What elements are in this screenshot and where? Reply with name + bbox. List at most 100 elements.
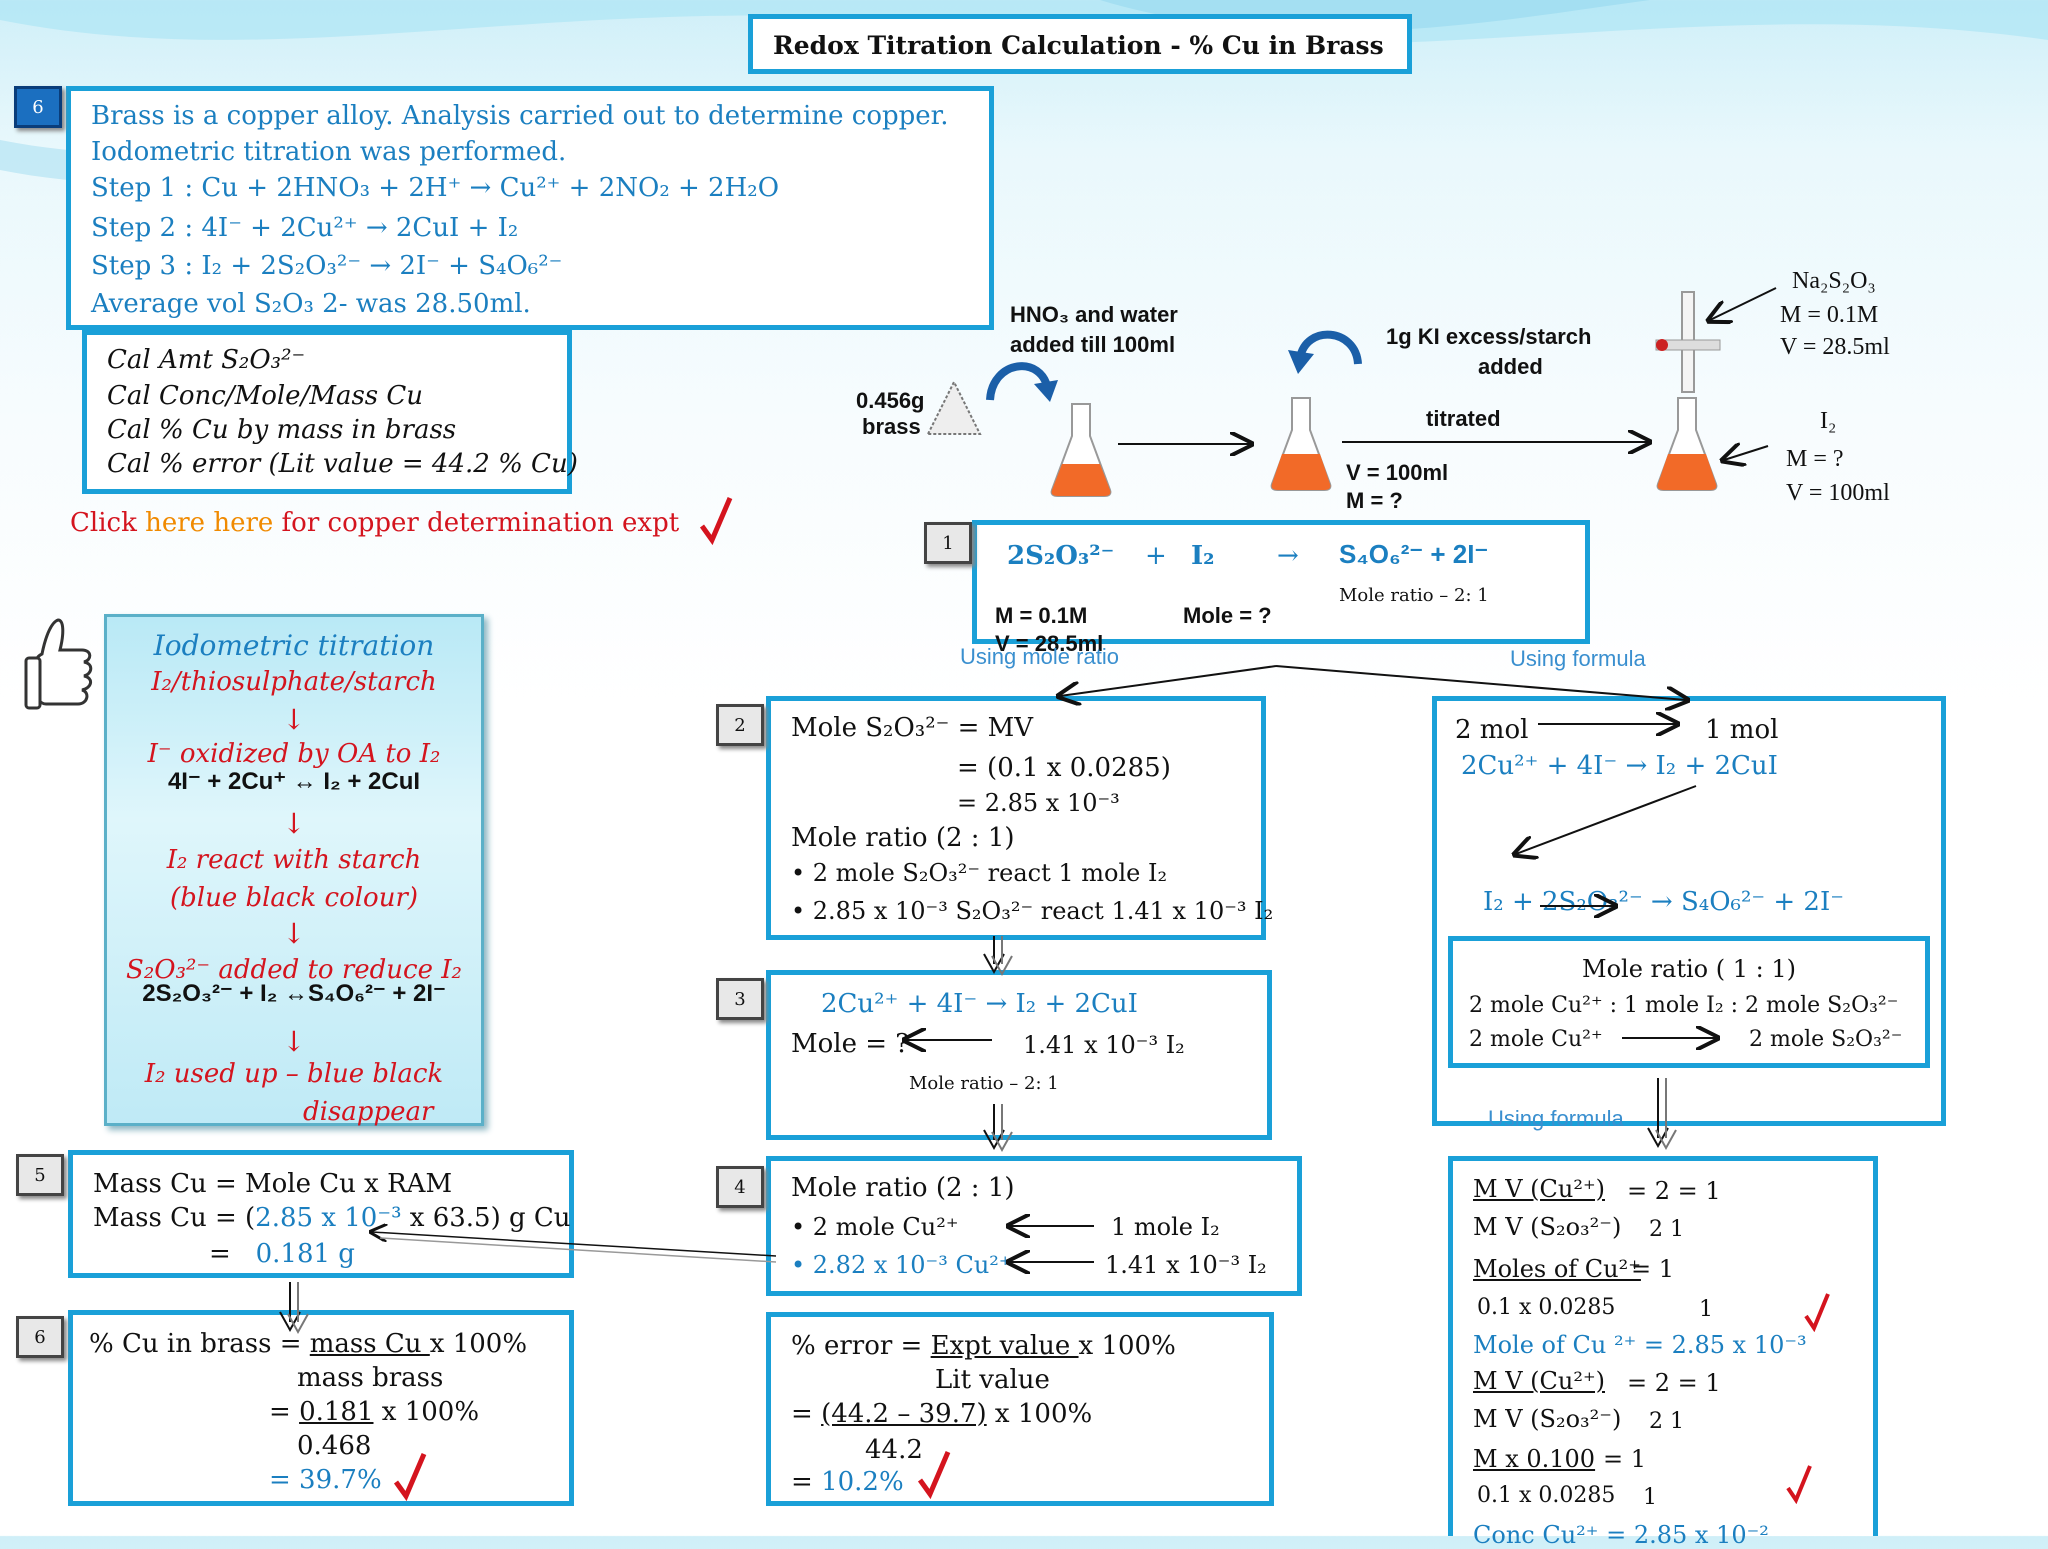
page-title-box: Redox Titration Calculation - % Cu in Br… xyxy=(748,14,1412,74)
task-3: Cal % Cu by mass in brass xyxy=(107,415,457,445)
box4-iodine-value: 1.41 x 10⁻³ I₂ xyxy=(1105,1251,1267,1279)
tasks-box: Cal Amt S₂O₃²⁻ Cal Conc/Mole/Mass Cu Cal… xyxy=(82,330,578,494)
ratio-thio: 2 mole S₂O₃²⁻ xyxy=(1749,1027,1903,1052)
flask-icon-2 xyxy=(1270,397,1332,491)
formula-10: Conc Cu²⁺ = 2.85 x 10⁻² xyxy=(1473,1521,1769,1549)
thio-molarity: M = 0.1M xyxy=(995,603,1088,628)
iodine-volume: V = 100ml xyxy=(1786,480,1890,506)
formula-2a: M V (S₂o₃²⁻) xyxy=(1473,1213,1622,1241)
box3-iodine-mole: 1.41 x 10⁻³ I₂ xyxy=(1023,1031,1185,1059)
burette-icon xyxy=(1655,291,1721,393)
formula-3b: = 1 xyxy=(1631,1255,1675,1283)
formula-4a: 0.1 x 0.0285 xyxy=(1477,1295,1616,1320)
equation-cu-i: 4I⁻ + 2Cu⁺ ↔ I₂ + 2CuI xyxy=(167,768,421,795)
intro-line-3: Step 1 : Cu + 2HNO₃ + 2H⁺ → Cu²⁺ + 2NO₂ … xyxy=(91,173,780,203)
one-mol-label: 1 mol xyxy=(1705,715,1779,745)
curved-arrow-icon xyxy=(986,362,1058,402)
check-mark-icon-3 xyxy=(917,1451,951,1500)
molarity-unknown-label: M = ? xyxy=(1346,488,1403,513)
box4-cu-mole: • 2 mole Cu²⁺ xyxy=(791,1213,959,1241)
intro-line-6: Average vol S₂O₃ 2- was 28.50ml. xyxy=(91,289,531,319)
step-tag-6: 6 xyxy=(16,1316,64,1358)
box6-line-1: % Cu in brass = mass Cu x 100% xyxy=(89,1329,528,1359)
intro-line-5: Step 3 : I₂ + 2S₂O₃²⁻ → 2I⁻ + S₄O₆²⁻ xyxy=(91,251,563,281)
box-3-cu-mole: 2Cu²⁺ + 4I⁻ → I₂ + 2CuI Mole = ? 1.41 x … xyxy=(766,970,1272,1140)
step-starch-1: I₂ react with starch xyxy=(166,845,422,875)
formula-9a: 0.1 x 0.0285 xyxy=(1477,1483,1616,1508)
step-tag-6a: 6 xyxy=(14,86,62,128)
check-mark-icon-5 xyxy=(1786,1465,1812,1504)
formula-6b: = 2 = 1 xyxy=(1627,1369,1721,1397)
intro-line-4: Step 2 : 4I⁻ + 2Cu²⁺ → 2CuI + I₂ xyxy=(91,213,519,243)
thumbs-up-icon xyxy=(24,618,93,710)
box2-line-2: = (0.1 x 0.0285) xyxy=(957,753,1171,783)
hno3-label-1: HNO₃ and water xyxy=(1010,302,1178,327)
box3-mole-unknown: Mole = ? xyxy=(791,1029,910,1059)
check-mark-icon-2 xyxy=(393,1453,427,1502)
box3-equation: 2Cu²⁺ + 4I⁻ → I₂ + 2CuI xyxy=(821,989,1138,1019)
box2-line-5: • 2 mole S₂O₃²⁻ react 1 mole I₂ xyxy=(791,859,1168,887)
iodometric-subtitle: I₂/thiosulphate/starch xyxy=(151,667,437,697)
box2-line-1: Mole S₂O₃²⁻ = MV xyxy=(791,713,1034,743)
products: S₄O₆²⁻ + 2I⁻ xyxy=(1339,539,1489,569)
using-formula-label: Using formula xyxy=(1510,646,1646,671)
step-oxidized: I⁻ oxidized by OA to I₂ xyxy=(147,739,441,769)
intro-box: Brass is a copper alloy. Analysis carrie… xyxy=(66,86,994,330)
formula-7b: 2 1 xyxy=(1649,1409,1684,1434)
ki-label-1: 1g KI excess/starch xyxy=(1386,324,1592,349)
formula-3a: Moles of Cu²⁺ xyxy=(1473,1255,1641,1283)
formula-5: Mole of Cu ²⁺ = 2.85 x 10⁻³ xyxy=(1473,1331,1807,1359)
box6-line-3: = 0.181 x 100% xyxy=(269,1397,480,1427)
brass-pile-icon xyxy=(926,379,982,435)
brass-mass-label: 0.456g xyxy=(856,388,925,413)
formula-8b: = 1 xyxy=(1603,1445,1647,1473)
box2-line-4: Mole ratio (2 : 1) xyxy=(791,823,1015,853)
page-title: Redox Titration Calculation - % Cu in Br… xyxy=(773,31,1384,60)
using-formula-label-2: Using formula xyxy=(1488,1106,1624,1131)
step-used-up: I₂ used up – blue black xyxy=(144,1059,444,1089)
mole-ratio-label: Mole ratio – 2: 1 xyxy=(1339,585,1489,606)
volume-100-label: V = 100ml xyxy=(1346,460,1449,485)
plus-sign: + xyxy=(1145,541,1167,571)
step-tag-2: 2 xyxy=(716,704,764,746)
na2s2o3-volume: V = 28.5ml xyxy=(1780,334,1890,360)
formula-4b: 1 xyxy=(1699,1297,1713,1322)
click-here-text: Click here here for copper determination… xyxy=(70,508,680,538)
box-percent-error: % error = Expt value x 100% Lit value = … xyxy=(766,1312,1274,1506)
copper-expt-link[interactable]: here here xyxy=(145,508,274,538)
iodine-molarity: M = ? xyxy=(1786,446,1844,472)
flask-icon-1 xyxy=(1050,403,1112,497)
box-2-mole-thio: Mole S₂O₃²⁻ = MV = (0.1 x 0.0285) = 2.85… xyxy=(766,696,1273,940)
na2s2o3-label: Na₂S₂O₃ xyxy=(1792,268,1876,294)
ratio-cu: 2 mole Cu²⁺ xyxy=(1469,1027,1603,1052)
down-arrow-1: ↓ xyxy=(282,703,306,736)
box6-result: = 39.7% xyxy=(269,1465,382,1495)
ratio-line-2: 2 mole Cu²⁺ : 1 mole I₂ : 2 mole S₂O₃²⁻ xyxy=(1469,993,1899,1018)
iodometric-box: Iodometric titration I₂/thiosulphate/sta… xyxy=(104,614,484,1127)
down-arrow-4: ↓ xyxy=(282,1025,306,1058)
intro-line-1: Brass is a copper alloy. Analysis carrie… xyxy=(91,101,949,131)
curved-arrow-icon-2 xyxy=(1288,330,1362,374)
step-disappear: disappear xyxy=(303,1097,434,1127)
error-line-3: = (44.2 – 39.7) x 100% xyxy=(791,1399,1093,1429)
formula-8a: M x 0.100 xyxy=(1473,1445,1596,1473)
step-tag-1: 1 xyxy=(924,522,972,564)
box6-line-2: mass brass xyxy=(297,1363,444,1393)
task-4: Cal % error (Lit value = 44.2 % Cu) xyxy=(107,449,578,479)
error-line-2: Lit value xyxy=(935,1365,1050,1395)
hno3-label-2: added till 100ml xyxy=(1010,332,1176,357)
formula-1a: M V (Cu²⁺) xyxy=(1473,1175,1605,1203)
box-4-ratio: Mole ratio (2 : 1) • 2 mole Cu²⁺ 1 mole … xyxy=(766,1156,1302,1296)
box5-line-2: Mass Cu = (2.85 x 10⁻³ x 63.5) g Cu xyxy=(93,1203,571,1233)
using-mole-ratio-label: Using mole ratio xyxy=(960,644,1119,669)
box-6-percent-cu: % Cu in brass = mass Cu x 100% mass bras… xyxy=(68,1310,574,1506)
two-mol-label: 2 mol xyxy=(1455,715,1529,745)
box4-line-1: Mole ratio (2 : 1) xyxy=(791,1173,1015,1203)
ratio-title: Mole ratio ( 1 : 1) xyxy=(1582,955,1796,983)
box3-ratio: Mole ratio – 2: 1 xyxy=(909,1073,1059,1094)
task-1: Cal Amt S₂O₃²⁻ xyxy=(107,345,306,375)
step-tag-3: 3 xyxy=(716,978,764,1020)
step-tag-5: 5 xyxy=(16,1154,64,1196)
titrated-label: titrated xyxy=(1426,406,1501,431)
formula-6a: M V (Cu²⁺) xyxy=(1473,1367,1605,1395)
